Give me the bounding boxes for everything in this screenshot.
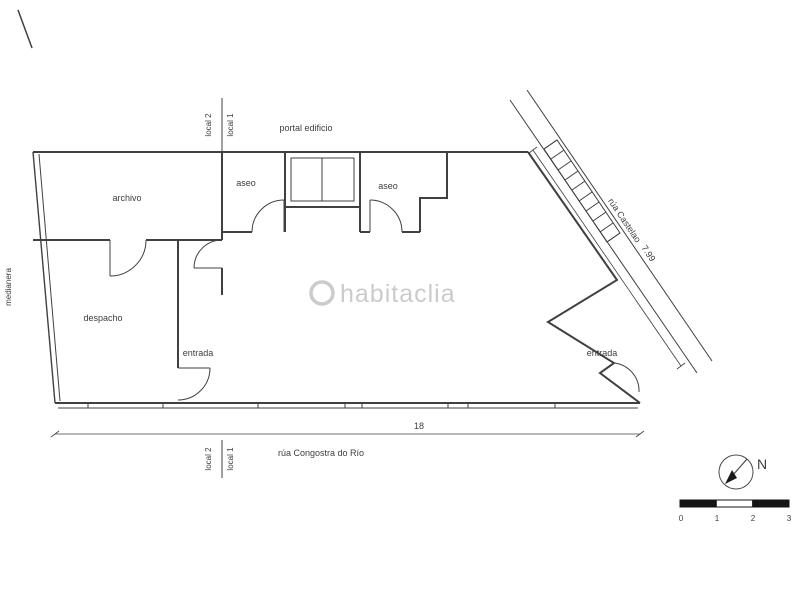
dimension-side-tick-start: [528, 146, 538, 154]
label-entrada-right: entrada: [587, 348, 618, 358]
label-dimension-front: 18: [414, 421, 424, 431]
label-local2-bottom: local 2: [204, 447, 213, 471]
watermark: habitaclia: [309, 280, 456, 308]
interior-walls: [33, 152, 448, 368]
label-local1-top: local 1: [226, 113, 235, 137]
left-wall-outer: [32, 151, 56, 404]
watermark-text: habitaclia: [340, 280, 456, 308]
street-castelao-lines: [509, 89, 713, 374]
label-aseo-left: aseo: [236, 178, 256, 188]
watermark-logo-icon: [309, 280, 335, 306]
compass-needle-tip: [725, 470, 737, 484]
street-entrance-door: [613, 362, 640, 393]
scale-segment-3: [752, 500, 789, 507]
label-local2-top: local 2: [204, 113, 213, 137]
scale-outline: [679, 499, 790, 508]
dimension-side-line: [532, 149, 682, 367]
doors: [109, 199, 640, 401]
label-portal: portal edificio: [279, 123, 332, 133]
dimension-side-tick-end: [676, 362, 686, 370]
compass: N: [718, 454, 767, 490]
labels: portal edificio archivo aseo aseo despac…: [4, 113, 658, 471]
outer-walls: [17, 9, 641, 409]
dimension-front-tick-start: [50, 430, 60, 438]
label-dimension-side: 7.99: [639, 243, 657, 263]
notch-wall: [419, 152, 448, 232]
compass-north-label: N: [757, 456, 767, 472]
archivo-door: [109, 239, 147, 277]
scale-tick-labels: 0 1 2 3: [679, 514, 792, 523]
street-steps-hatch: [543, 139, 621, 243]
aseo-left-door: [251, 199, 285, 233]
corridor-door: [193, 239, 223, 269]
label-street-congostra: rúa Congostra do Río: [278, 448, 364, 458]
aseo-right-door: [369, 199, 403, 233]
left-wall-inner: [38, 153, 61, 402]
medianera-wall-stub: [17, 9, 33, 49]
scale-tick-3: 3: [787, 514, 792, 523]
despacho-door: [177, 367, 211, 401]
label-archivo: archivo: [112, 193, 141, 203]
scale-segment-1: [680, 500, 717, 507]
label-aseo-right: aseo: [378, 181, 398, 191]
scale-bar: 0 1 2 3: [679, 499, 792, 523]
label-local1-bottom: local 1: [226, 447, 235, 471]
dimension-front: [50, 430, 645, 438]
label-medianera: medianera: [4, 268, 13, 306]
scale-segment-2: [715, 499, 754, 508]
right-facade-wall: [527, 151, 641, 404]
bottom-wall-window-ticks: [87, 403, 556, 408]
street-outer-line: [526, 89, 713, 362]
dimension-side: [528, 146, 686, 370]
scale-tick-0: 0: [679, 514, 684, 523]
scale-tick-2: 2: [751, 514, 756, 523]
dimension-front-tick-end: [635, 430, 645, 438]
scale-tick-1: 1: [715, 514, 720, 523]
label-despacho: despacho: [83, 313, 122, 323]
label-entrada-left: entrada: [183, 348, 214, 358]
shaft-detail: [290, 157, 355, 202]
